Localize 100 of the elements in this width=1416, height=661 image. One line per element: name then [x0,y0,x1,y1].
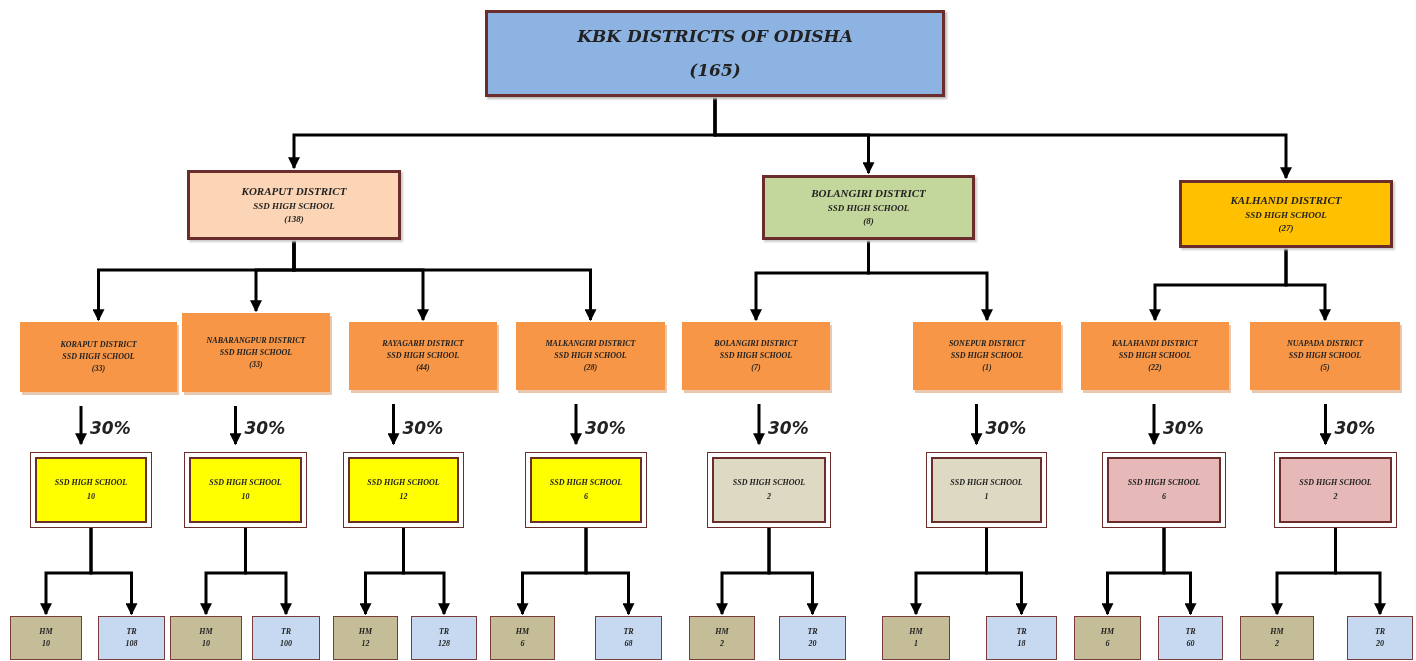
box-heading: SSD HIGH SCHOOL [950,478,1023,488]
box-text: (138) [284,213,304,226]
arrow [985,528,1028,616]
staff-box [986,616,1057,660]
arrow [229,406,242,446]
arrow [767,528,819,616]
box-text: 6 [584,492,588,502]
box-text: 128 [438,639,450,649]
box-text: SSD HIGH SCHOOL [253,200,335,212]
box-heading: SSD HIGH SCHOOL [54,478,128,488]
box-heading: TR [623,627,634,637]
box-text: 6 [1162,492,1166,502]
staff-box [333,616,398,660]
box-text: 10 [42,639,50,649]
school-box [184,452,307,528]
box-heading: RAYAGARH DISTRICT [382,339,464,349]
staff-box [595,616,662,660]
arrow [753,404,765,446]
staff-box [10,616,82,660]
staff-box [490,616,555,660]
arrow [1162,528,1197,616]
box-heading: HM [39,627,53,637]
box-heading: NABARANGPUR DISTRICT [206,335,306,346]
box-text: SSD HIGH SCHOOL [950,351,1024,361]
arrow [970,404,983,446]
staff-box [779,616,846,660]
arrow [867,240,993,322]
box-text: (33) [91,364,106,374]
box-text: 68 [624,639,633,649]
box-heading: HM [715,627,729,637]
box-text: 2 [1333,492,1338,502]
box-text: 1 [914,639,918,649]
box-heading: KORAPUT DISTRICT [241,184,347,199]
box-heading: BOLANGIRI DISTRICT [811,187,926,202]
box-heading: TR [1374,627,1386,637]
box-text: 100 [280,639,292,649]
box-text: 18 [1017,639,1026,649]
box-heading: HM [199,627,213,637]
arrow [387,404,400,446]
district-box [1250,322,1400,390]
arrow [584,528,635,616]
arrow [713,97,1292,180]
district-box [516,322,665,390]
box-text: 2 [767,492,771,502]
box-heading: SSD HIGH SCHOOL [549,478,623,488]
box-text: 1 [984,492,989,502]
box-text: 10 [87,492,95,502]
arrow [75,406,87,446]
arrow [244,528,292,616]
school-box [926,452,1047,528]
school-box [707,452,831,528]
box-heading: HM [1100,627,1115,637]
box-heading: MALKANGIRI DISTRICT [545,339,636,349]
box-heading: KORAPUT DISTRICT [60,340,137,350]
box-text: (22) [1148,363,1162,373]
box-text: 60 [1186,639,1195,649]
box-text: (33) [249,359,263,370]
box-text: 10 [202,639,210,649]
box-text: (5) [1320,363,1330,373]
district-box [762,175,975,240]
box-text: (7) [751,363,761,373]
box-heading: SSD HIGH SCHOOL [1127,478,1201,488]
district-box [1081,322,1229,390]
staff-box [882,616,950,660]
box-text: 6 [1105,639,1110,649]
staff-box [411,616,477,660]
arrow [1284,248,1331,322]
box-text: 2 [1275,639,1279,649]
box-heading: HM [1270,627,1284,637]
arrow [1319,404,1332,446]
box-heading: KBK DISTRICTS OF ODISHA [577,26,853,48]
box-heading: TR [1185,627,1196,637]
district-box [187,170,401,240]
box-text: (8) [863,216,874,228]
box-text: SSD HIGH SCHOOL [827,203,910,215]
box-heading: SSD HIGH SCHOOL [367,478,440,488]
staff-box [689,616,755,660]
staff-box [170,616,242,660]
arrow [1148,404,1160,446]
box-text: SSD HIGH SCHOOL [62,352,135,362]
box-heading: TR [1016,627,1027,637]
district-box [682,322,830,390]
arrow [89,528,138,616]
box-text: (165) [689,59,741,81]
title-box [485,10,945,97]
box-text: 6 [520,639,525,649]
box-heading: HM [515,627,530,637]
district-box [349,322,497,390]
box-text: SSD HIGH SCHOOL [219,347,293,358]
school-box [30,452,152,528]
school-box [525,452,647,528]
box-heading: TR [280,627,292,637]
box-text: 108 [125,639,138,649]
arrow [1334,528,1386,616]
staff-box [1240,616,1314,660]
box-text: SSD HIGH SCHOOL [1288,351,1362,361]
school-box [1102,452,1226,528]
box-heading: SSD HIGH SCHOOL [732,478,806,488]
box-text: (44) [416,363,430,373]
box-heading: BOLANGIRI DISTRICT [714,339,798,349]
